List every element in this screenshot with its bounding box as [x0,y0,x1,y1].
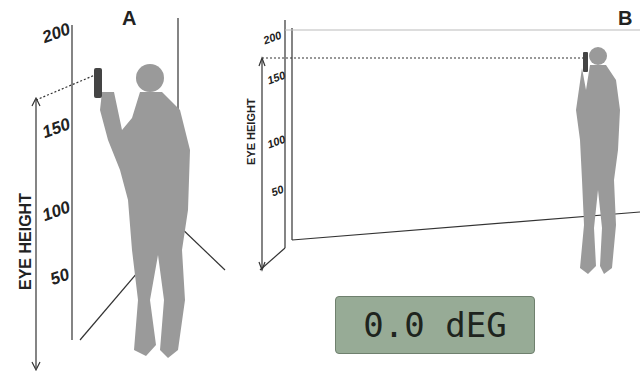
lcd-reading: 0.0 dEG [363,305,506,345]
scale-number: 100 [266,134,287,151]
dimension-line [261,60,262,268]
inclinometer [583,52,588,72]
wall-edge [284,20,285,248]
scale-number: 200 [40,20,72,46]
dotted-line [36,75,95,100]
dimension-line [35,100,36,368]
person-silhouette [100,64,190,358]
axis-label: EYE HEIGHT [246,98,257,165]
panel-letter: B [618,8,632,28]
axis-label: EYE HEIGHT [18,193,34,290]
ruler-line [71,25,72,340]
scale-number: 150 [266,70,287,87]
scale-number: 50 [48,266,72,288]
inclinometer [94,68,102,98]
scale-number: 150 [40,115,72,141]
floor-edge [178,225,225,270]
wall-edge [291,28,292,240]
arrow-head [259,58,265,270]
scale-number: 200 [262,30,283,47]
dotted-line [262,57,584,58]
person-silhouette [576,47,620,274]
scale-number: 100 [40,198,72,224]
scale-number: 50 [270,184,285,199]
panel-letter: A [122,8,136,28]
lcd-display: 0.0 dEG [335,296,535,354]
wall-top [285,29,640,30]
